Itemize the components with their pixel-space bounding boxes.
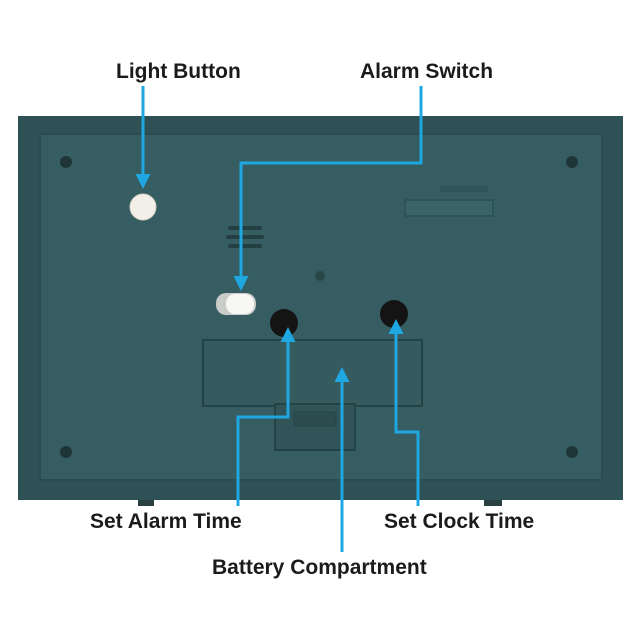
light-button[interactable] — [129, 193, 157, 221]
set-clock-time-knob[interactable] — [380, 300, 408, 328]
set-alarm-time-label: Set Alarm Time — [90, 510, 242, 533]
screw-hole-top-right — [566, 156, 578, 168]
alarm-switch[interactable] — [226, 294, 254, 314]
set-clock-time-label: Set Clock Time — [384, 510, 535, 533]
speaker-slot-3 — [228, 244, 262, 248]
speaker-slot-1 — [228, 226, 262, 230]
battery-compartment-label: Battery Compartment — [212, 556, 427, 579]
set-alarm-time-knob[interactable] — [270, 309, 298, 337]
speaker-slot-2 — [226, 235, 264, 239]
light-button-label: Light Button — [116, 60, 241, 83]
right-foot — [484, 496, 502, 506]
battery-latch — [293, 411, 337, 427]
alarm-switch-label: Alarm Switch — [360, 60, 494, 83]
center-hole — [315, 271, 325, 281]
molded-mark-top — [440, 186, 488, 192]
screw-hole-bottom-right — [566, 446, 578, 458]
molded-plate — [404, 199, 494, 217]
left-foot — [138, 496, 154, 506]
leader-alarm-switch — [233, 86, 423, 291]
leader-set-clock-time — [388, 319, 420, 506]
battery-compartment — [202, 339, 423, 407]
screw-hole-top-left — [60, 156, 72, 168]
screw-hole-bottom-left — [60, 446, 72, 458]
leader-set-alarm-time — [236, 327, 296, 506]
